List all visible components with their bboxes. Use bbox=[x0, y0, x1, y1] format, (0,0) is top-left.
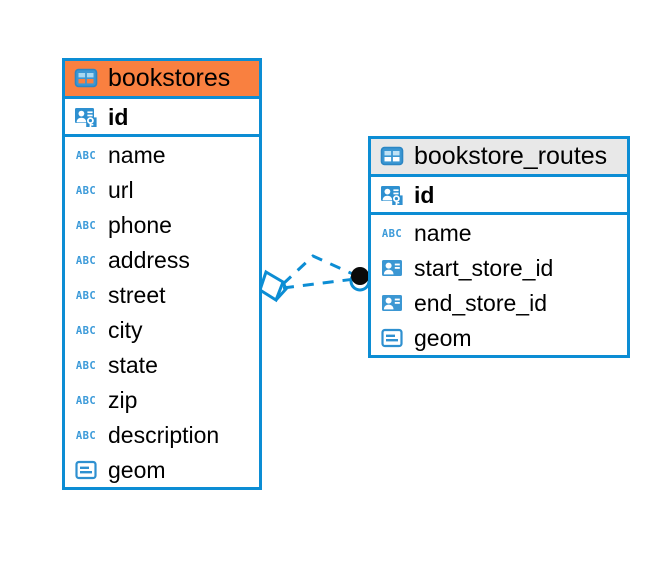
text-abc-icon: ABC bbox=[73, 317, 99, 343]
field-label-id: id bbox=[414, 181, 435, 208]
field-row-geom[interactable]: geom bbox=[65, 452, 259, 487]
svg-text:ABC: ABC bbox=[382, 228, 402, 240]
field-label-street: street bbox=[108, 281, 166, 308]
text-abc-icon: ABC bbox=[73, 387, 99, 413]
field-row-id[interactable]: id bbox=[371, 177, 627, 212]
field-row-description[interactable]: ABC description bbox=[65, 417, 259, 452]
field-row-phone[interactable]: ABC phone bbox=[65, 207, 259, 242]
svg-text:ABC: ABC bbox=[76, 150, 96, 162]
relationship-line-lower bbox=[282, 277, 356, 290]
entity-header-bookstore-routes[interactable]: bookstore_routes bbox=[371, 139, 627, 175]
field-label-id: id bbox=[108, 103, 129, 130]
svg-text:ABC: ABC bbox=[76, 360, 96, 372]
field-label-geom: geom bbox=[108, 456, 166, 483]
field-label-geom: geom bbox=[414, 324, 472, 351]
primary-key-icon bbox=[379, 182, 405, 208]
field-row-address[interactable]: ABC address bbox=[65, 242, 259, 277]
text-abc-icon: ABC bbox=[73, 352, 99, 378]
field-row-geom[interactable]: geom bbox=[371, 320, 627, 355]
relationship-source-diamond-icon bbox=[258, 269, 288, 303]
text-abc-icon: ABC bbox=[73, 422, 99, 448]
field-label-name: name bbox=[108, 141, 166, 168]
svg-text:ABC: ABC bbox=[76, 185, 96, 197]
svg-text:ABC: ABC bbox=[76, 290, 96, 302]
field-row-street[interactable]: ABC street bbox=[65, 277, 259, 312]
field-row-url[interactable]: ABC url bbox=[65, 172, 259, 207]
foreign-key-icon bbox=[379, 290, 405, 316]
entity-header-bookstores[interactable]: bookstores bbox=[65, 61, 259, 97]
field-row-zip[interactable]: ABC zip bbox=[65, 382, 259, 417]
entity-pk-row-bookstores[interactable]: id bbox=[65, 96, 259, 138]
field-row-end-store-id[interactable]: end_store_id bbox=[371, 285, 627, 320]
field-row-id[interactable]: id bbox=[65, 99, 259, 134]
entity-title-bookstores: bookstores bbox=[108, 64, 231, 92]
entity-table-bookstores[interactable]: bookstores id bbox=[62, 58, 262, 491]
field-label-description: description bbox=[108, 421, 220, 448]
geometry-icon bbox=[379, 325, 405, 351]
field-label-url: url bbox=[108, 176, 134, 203]
field-row-state[interactable]: ABC state bbox=[65, 347, 259, 382]
svg-text:ABC: ABC bbox=[76, 255, 96, 267]
field-label-state: state bbox=[108, 351, 158, 378]
svg-text:ABC: ABC bbox=[76, 430, 96, 442]
field-row-start-store-id[interactable]: start_store_id bbox=[371, 250, 627, 285]
text-abc-icon: ABC bbox=[73, 212, 99, 238]
field-label-city: city bbox=[108, 316, 143, 343]
field-row-city[interactable]: ABC city bbox=[65, 312, 259, 347]
field-label-start-store-id: start_store_id bbox=[414, 254, 554, 281]
text-abc-icon: ABC bbox=[379, 220, 405, 246]
entity-pk-row-bookstore-routes[interactable]: id bbox=[371, 174, 627, 216]
text-abc-icon: ABC bbox=[73, 282, 99, 308]
svg-text:ABC: ABC bbox=[76, 325, 96, 337]
relationship-target-dot-icon bbox=[349, 267, 371, 292]
svg-text:ABC: ABC bbox=[76, 395, 96, 407]
entity-title-bookstore-routes: bookstore_routes bbox=[414, 142, 608, 170]
table-icon bbox=[379, 143, 405, 169]
field-label-end-store-id: end_store_id bbox=[414, 289, 547, 316]
relationship-line-upper bbox=[281, 254, 356, 286]
field-label-zip: zip bbox=[108, 386, 138, 413]
svg-text:ABC: ABC bbox=[76, 220, 96, 232]
text-abc-icon: ABC bbox=[73, 177, 99, 203]
field-label-phone: phone bbox=[108, 211, 172, 238]
primary-key-icon bbox=[73, 104, 99, 130]
table-icon bbox=[73, 65, 99, 91]
text-abc-icon: ABC bbox=[73, 247, 99, 273]
field-label-name: name bbox=[414, 219, 472, 246]
entity-table-bookstore-routes[interactable]: bookstore_routes bbox=[368, 136, 630, 359]
field-row-name[interactable]: ABC name bbox=[371, 215, 627, 250]
foreign-key-icon bbox=[379, 255, 405, 281]
field-row-name[interactable]: ABC name bbox=[65, 137, 259, 172]
text-abc-icon: ABC bbox=[73, 142, 99, 168]
field-label-address: address bbox=[108, 246, 190, 273]
geometry-icon bbox=[73, 457, 99, 483]
